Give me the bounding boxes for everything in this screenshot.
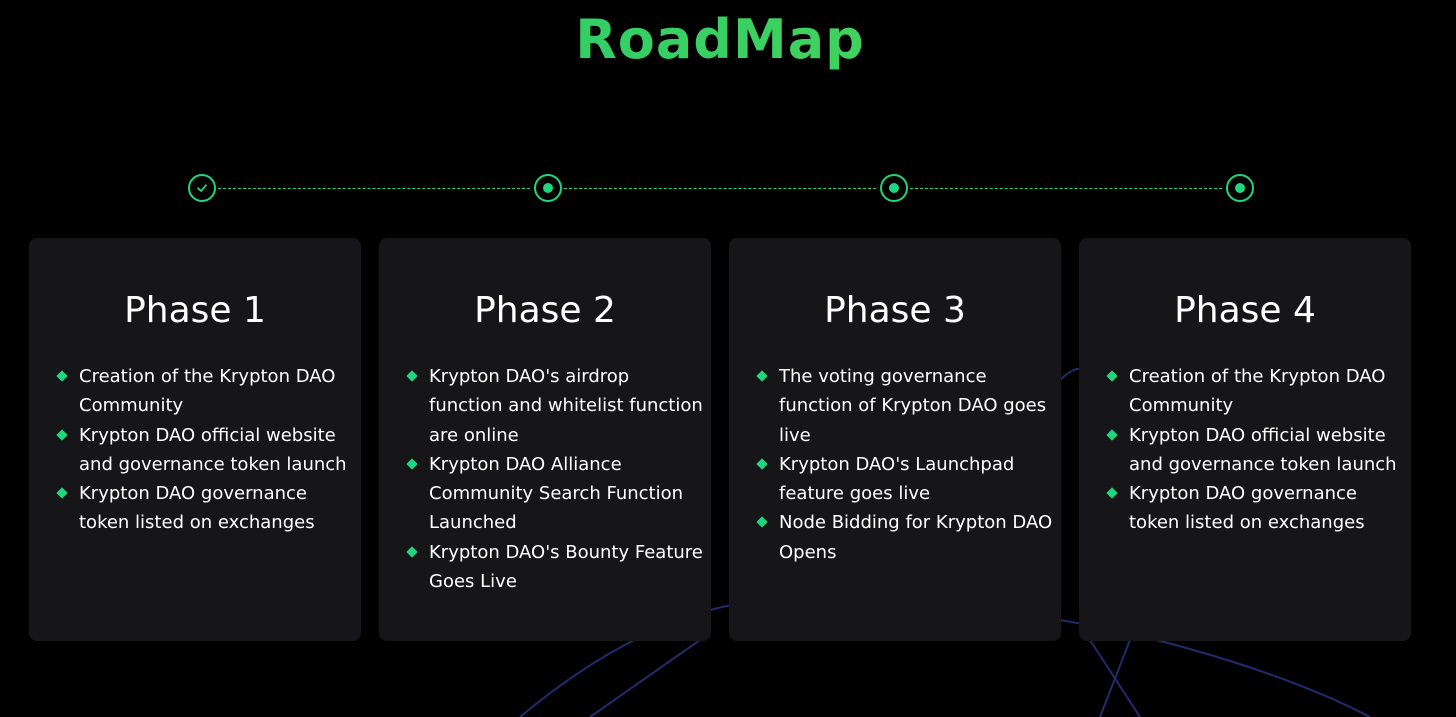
list-item: Krypton DAO Alliance Community Search Fu… — [406, 450, 707, 538]
phase-title: Phase 3 — [824, 290, 966, 331]
list-item-text: Krypton DAO's Bounty Feature Goes Live — [429, 541, 703, 593]
list-item-text: Krypton DAO official website and governa… — [1129, 424, 1397, 475]
phase-card-1: Phase 1 Creation of the Krypton DAO Comm… — [29, 238, 361, 641]
timeline-connector — [564, 188, 876, 189]
roadmap-timeline — [0, 0, 1456, 230]
list-item: Krypton DAO governance token listed on e… — [1106, 479, 1407, 538]
list-item-text: Krypton DAO governance token listed on e… — [1129, 483, 1365, 534]
diamond-bullet-icon — [56, 487, 68, 499]
phase-title: Phase 1 — [124, 290, 266, 331]
phase-title: Phase 4 — [1174, 290, 1316, 331]
timeline-node-phase-1 — [188, 174, 216, 202]
phase-card-4: Phase 4 Creation of the Krypton DAO Comm… — [1079, 238, 1411, 641]
list-item: Creation of the Krypton DAO Community — [56, 362, 357, 421]
list-item-text: Krypton DAO's Launchpad feature goes liv… — [779, 453, 1015, 505]
diamond-bullet-icon — [1106, 487, 1118, 499]
list-item-text: Creation of the Krypton DAO Community — [79, 366, 336, 417]
list-item-text: Krypton DAO governance token listed on e… — [79, 483, 315, 534]
diamond-bullet-icon — [56, 428, 68, 441]
phase-item-list: The voting governance function of Krypto… — [756, 362, 1057, 567]
dot-icon — [889, 183, 899, 193]
diamond-bullet-icon — [756, 516, 768, 529]
phase-card-3: Phase 3 The voting governance function o… — [729, 238, 1061, 641]
list-item-text: Creation of the Krypton DAO Community — [1129, 366, 1386, 417]
list-item: The voting governance function of Krypto… — [756, 362, 1057, 450]
phase-item-list: Creation of the Krypton DAO Community Kr… — [56, 362, 357, 538]
list-item: Krypton DAO official website and governa… — [56, 421, 357, 480]
phase-item-list: Creation of the Krypton DAO Community Kr… — [1106, 362, 1407, 538]
diamond-bullet-icon — [406, 370, 418, 382]
diamond-bullet-icon — [756, 458, 768, 470]
diamond-bullet-icon — [756, 370, 768, 382]
timeline-node-phase-4 — [1226, 174, 1254, 202]
timeline-connector — [910, 188, 1222, 189]
list-item: Node Bidding for Krypton DAO Opens — [756, 508, 1057, 567]
phase-item-list: Krypton DAO's airdrop function and white… — [406, 362, 707, 597]
list-item-text: The voting governance function of Krypto… — [779, 366, 1047, 446]
list-item-text: Node Bidding for Krypton DAO Opens — [779, 512, 1053, 563]
list-item: Krypton DAO's Launchpad feature goes liv… — [756, 450, 1057, 509]
list-item-text: Krypton DAO Alliance Community Search Fu… — [429, 453, 684, 534]
diamond-bullet-icon — [1106, 428, 1118, 441]
dot-icon — [543, 183, 553, 193]
list-item: Krypton DAO official website and governa… — [1106, 421, 1407, 480]
page-title: RoadMap — [0, 8, 1440, 71]
diamond-bullet-icon — [406, 458, 418, 470]
diamond-bullet-icon — [1106, 370, 1118, 382]
dot-icon — [1235, 183, 1245, 193]
diamond-bullet-icon — [406, 546, 418, 558]
phase-title: Phase 2 — [474, 290, 616, 331]
list-item: Creation of the Krypton DAO Community — [1106, 362, 1407, 421]
list-item: Krypton DAO governance token listed on e… — [56, 479, 357, 538]
list-item: Krypton DAO's Bounty Feature Goes Live — [406, 538, 707, 597]
timeline-node-phase-2 — [534, 174, 562, 202]
timeline-node-phase-3 — [880, 174, 908, 202]
list-item-text: Krypton DAO official website and governa… — [79, 424, 347, 475]
phase-card-2: Phase 2 Krypton DAO's airdrop function a… — [379, 238, 711, 641]
check-icon — [197, 184, 207, 192]
list-item-text: Krypton DAO's airdrop function and white… — [429, 366, 703, 446]
diamond-bullet-icon — [56, 370, 68, 382]
list-item: Krypton DAO's airdrop function and white… — [406, 362, 707, 450]
timeline-connector — [218, 188, 530, 189]
